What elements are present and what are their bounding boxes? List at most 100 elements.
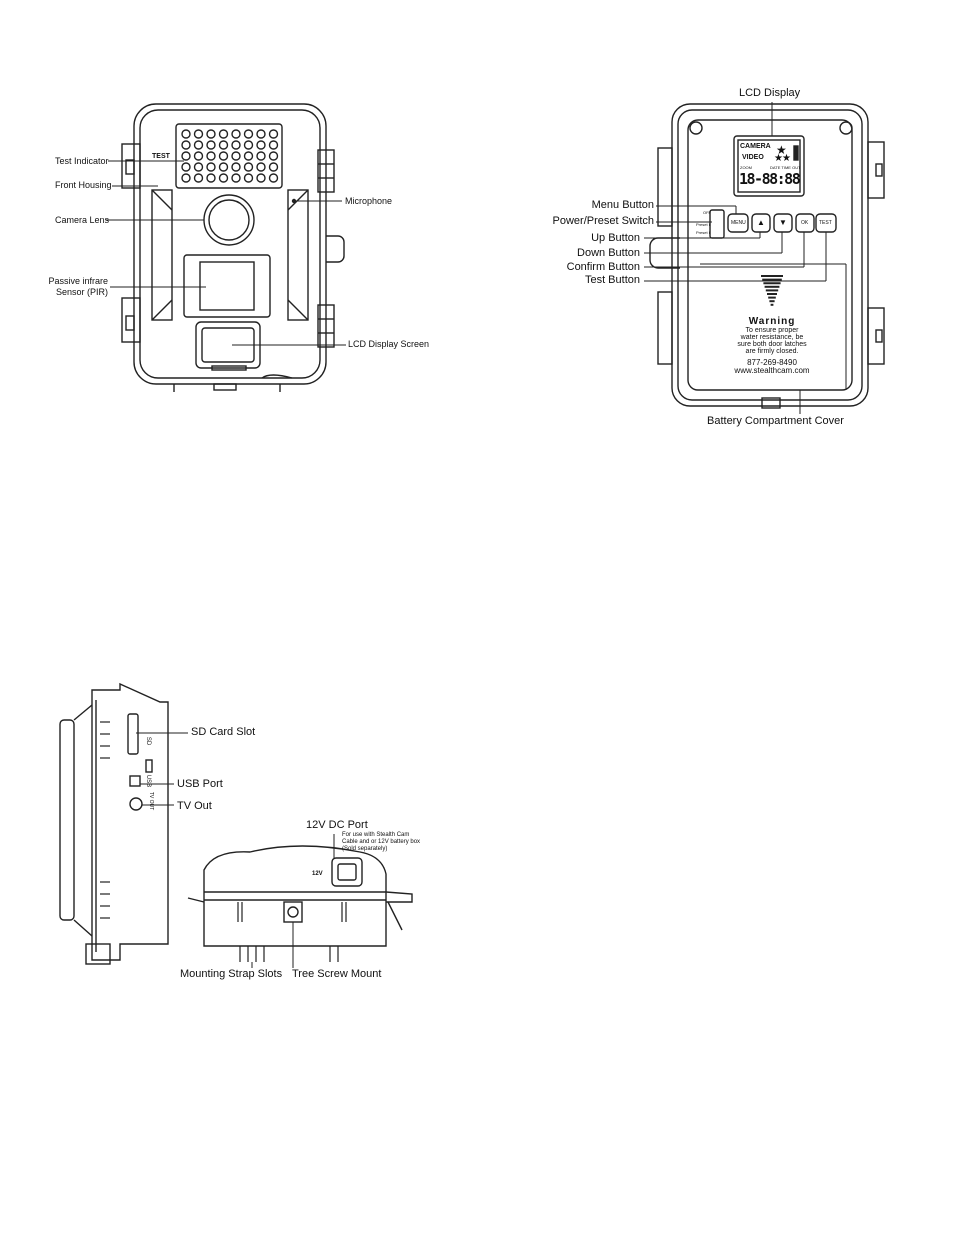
dc-port-shape <box>331 857 363 887</box>
left-rail <box>151 189 173 321</box>
back-housing-outer <box>671 103 869 407</box>
ir-led <box>256 129 266 139</box>
back-right-latch-top <box>867 141 885 199</box>
ir-led <box>243 140 254 150</box>
ir-led <box>193 173 204 183</box>
back-view-drawing <box>644 102 885 414</box>
back-lcd-outer <box>733 135 805 197</box>
power-switch-shape[interactable] <box>709 209 725 239</box>
label-up-button: Up Button <box>591 232 640 244</box>
side-bottom-foot <box>85 943 111 965</box>
down-button-shape[interactable] <box>773 213 793 233</box>
up-button-icon[interactable]: ▲ <box>757 218 765 227</box>
label-tv-out: TV Out <box>177 800 212 812</box>
ir-led <box>181 129 191 139</box>
label-pir-sensor: Passive infrare Sensor (PIR) <box>48 276 108 297</box>
battery-level-icon <box>793 145 799 161</box>
side-sd-mark: SD <box>145 736 152 746</box>
ir-led <box>206 162 216 172</box>
warning-phone: 877-269-8490 <box>747 358 797 367</box>
warning-line-1: To ensure proper <box>745 327 799 334</box>
ir-led <box>218 129 229 139</box>
sd-lock-mark <box>145 759 153 773</box>
tree-screw-mount-shape <box>283 901 303 923</box>
side-strap <box>59 719 75 921</box>
warning-line-4: are firmly closed. <box>745 348 799 355</box>
ir-led <box>256 173 266 183</box>
ir-led <box>206 151 216 161</box>
up-button-shape[interactable] <box>751 213 771 233</box>
menu-button-shape[interactable] <box>727 213 749 233</box>
screw-top-left <box>689 121 703 135</box>
warning-website: www.stealthcam.com <box>734 366 810 375</box>
left-latch-bottom-hole <box>125 315 135 331</box>
bottom-housing-outline <box>203 845 387 947</box>
side-housing-outline <box>91 682 169 961</box>
label-down-button: Down Button <box>577 247 640 259</box>
front-logo-mark <box>211 365 247 371</box>
ir-led <box>231 173 241 183</box>
lcd-zoom-text: ZOOM <box>740 165 752 170</box>
tv-out-port-shape <box>129 797 143 811</box>
ir-led <box>268 140 279 150</box>
bottom-right-hinge <box>385 891 413 903</box>
back-housing-inner <box>677 109 863 401</box>
front-strap-curve <box>261 374 293 379</box>
left-latch-bottom <box>121 297 141 343</box>
ir-led <box>268 162 279 172</box>
label-tree-screw-mount: Tree Screw Mount <box>292 968 382 980</box>
front-test-text: TEST <box>152 153 170 160</box>
label-front-housing: Front Housing <box>55 180 112 190</box>
back-right-latch-bottom <box>867 307 885 365</box>
label-test-button: Test Button <box>584 274 640 286</box>
ir-led <box>193 140 204 150</box>
warning-arrow-icon <box>761 275 783 306</box>
left-latch-top <box>121 143 141 189</box>
label-sd-card-slot: SD Card Slot <box>191 726 256 738</box>
ok-button-shape[interactable] <box>795 213 815 233</box>
menu-button-label[interactable]: MENU <box>731 220 746 226</box>
lcd-date-time-out-text: DATE TIME OUT <box>770 165 801 170</box>
side-usb-mark: USB <box>145 774 152 788</box>
ir-led <box>231 140 241 150</box>
pir-sensor-inner <box>199 261 255 311</box>
label-camera-lens: Camera Lens <box>55 215 110 225</box>
down-button-icon[interactable]: ▼ <box>779 218 787 227</box>
label-menu-button: Menu Button <box>591 199 654 211</box>
right-rail <box>287 189 309 321</box>
ir-led <box>193 151 204 161</box>
ir-led <box>268 173 279 183</box>
label-lcd-display-screen: LCD Display Screen <box>348 339 430 349</box>
back-housing-gasket <box>687 119 853 391</box>
ir-led-grid <box>181 129 279 183</box>
ir-led <box>218 151 229 161</box>
ok-button-label[interactable]: OK <box>801 220 809 226</box>
ir-led <box>206 129 216 139</box>
lcd-video-text: VIDEO <box>742 154 764 161</box>
lcd-digits: 18-88:88 <box>739 170 801 188</box>
test-button-label[interactable]: TEST <box>819 220 832 226</box>
front-housing-inner <box>139 109 321 379</box>
microphone-hole <box>291 198 297 204</box>
ir-led <box>243 151 254 161</box>
ir-led <box>231 129 241 139</box>
lcd-star-single-icon: ★ <box>776 143 787 157</box>
pir-sensor-outer <box>183 254 271 318</box>
ir-led <box>206 140 216 150</box>
label-mounting-strap-slots: Mounting Strap Slots <box>180 968 283 980</box>
switch-preset-i-label: Preset I <box>696 230 710 235</box>
usb-port-shape <box>129 775 141 787</box>
label-usb-port: USB Port <box>177 778 223 790</box>
ir-led <box>181 173 191 183</box>
ir-led <box>181 151 191 161</box>
ir-led <box>218 173 229 183</box>
label-battery-compartment-cover: Battery Compartment Cover <box>707 415 844 427</box>
label-power-preset-switch: Power/Preset Switch <box>552 215 654 227</box>
ir-led <box>181 140 191 150</box>
ir-led <box>218 162 229 172</box>
ir-led <box>268 129 279 139</box>
back-right-latch-top-hole <box>875 163 883 177</box>
warning-title: Warning <box>748 316 796 327</box>
camera-lens-inner <box>208 199 250 241</box>
